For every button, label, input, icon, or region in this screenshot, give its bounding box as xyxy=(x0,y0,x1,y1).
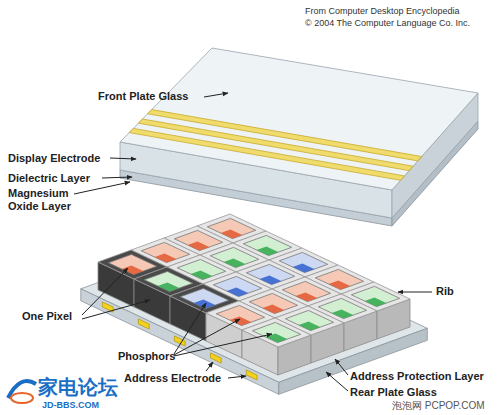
part-label: Address Protection Layer xyxy=(350,370,484,383)
watermark: JD-BBS.COM xyxy=(42,400,99,410)
leader-line xyxy=(204,93,228,97)
display-electrode xyxy=(138,119,413,171)
leader-line xyxy=(206,362,213,371)
watermark: 泡泡网 PCPOP.COM xyxy=(392,400,485,412)
leader-line xyxy=(82,300,150,319)
source-credit: From Computer Desktop Encyclopedia xyxy=(305,6,460,16)
display-electrode xyxy=(129,128,404,180)
address-electrode xyxy=(138,319,149,329)
copyright-notice: © 2004 The Computer Language Co. Inc. xyxy=(305,18,470,28)
address-electrode xyxy=(210,353,221,363)
part-label: Front Plate Glass xyxy=(98,90,188,103)
leader-line xyxy=(174,334,272,356)
watermark-icon xyxy=(8,381,36,403)
part-label: Dielectric Layer xyxy=(8,172,90,185)
rear-glass-top xyxy=(81,235,428,382)
part-label: Address Electrode xyxy=(124,372,221,385)
display-electrode xyxy=(148,110,422,161)
rear-assembly xyxy=(81,214,428,394)
part-label: Rear Plate Glass xyxy=(350,386,437,399)
leader-line xyxy=(174,319,240,355)
rib-top xyxy=(242,318,311,347)
glass-top xyxy=(120,48,478,190)
leader-line xyxy=(398,292,432,293)
front-plate-assembly xyxy=(120,48,478,226)
leader-line xyxy=(326,372,348,391)
leader-line xyxy=(110,158,136,159)
leader-line xyxy=(228,376,246,378)
watermark: 家电论坛 xyxy=(38,376,118,399)
leader-lines xyxy=(74,93,432,391)
leader-line xyxy=(102,177,132,178)
leader-line xyxy=(335,359,348,375)
watermark-swoosh xyxy=(11,393,33,403)
part-label: Display Electrode xyxy=(8,152,100,165)
address-electrode xyxy=(246,370,257,380)
part-label: Phosphors xyxy=(118,350,175,363)
part-label: Magnesium Oxide Layer xyxy=(8,187,88,212)
part-label: Rib xyxy=(436,285,454,298)
part-label: One Pixel xyxy=(22,310,72,323)
